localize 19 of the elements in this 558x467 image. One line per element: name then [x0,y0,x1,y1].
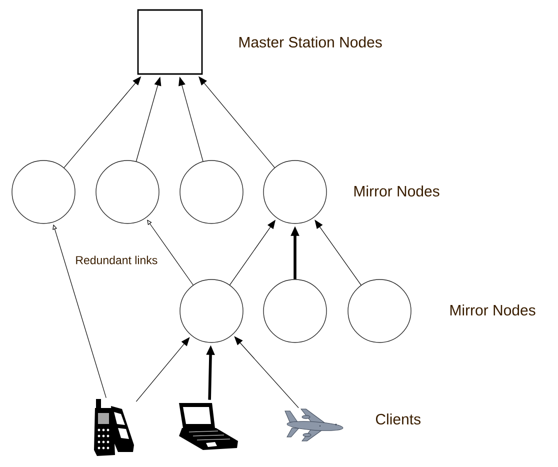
layer-label: Clients [376,414,420,424]
layer-label: Mirror Nodes [354,186,440,196]
circle [263,279,327,343]
circle [263,160,327,224]
circle [348,279,412,343]
layer-label: Mirror Nodes [450,304,536,316]
arrow [147,220,194,286]
circle [180,279,244,343]
note: Redundant links [76,256,158,264]
circle [180,160,244,224]
arrow [314,220,362,286]
airplane-icon [284,408,344,442]
square-box [137,9,203,75]
circle [96,160,160,224]
arrow [136,337,190,402]
laptop-icon [179,403,238,450]
circle [12,160,76,224]
mobile-phone-icon [94,399,134,456]
layer-label: Master Station Nodes [239,36,382,48]
